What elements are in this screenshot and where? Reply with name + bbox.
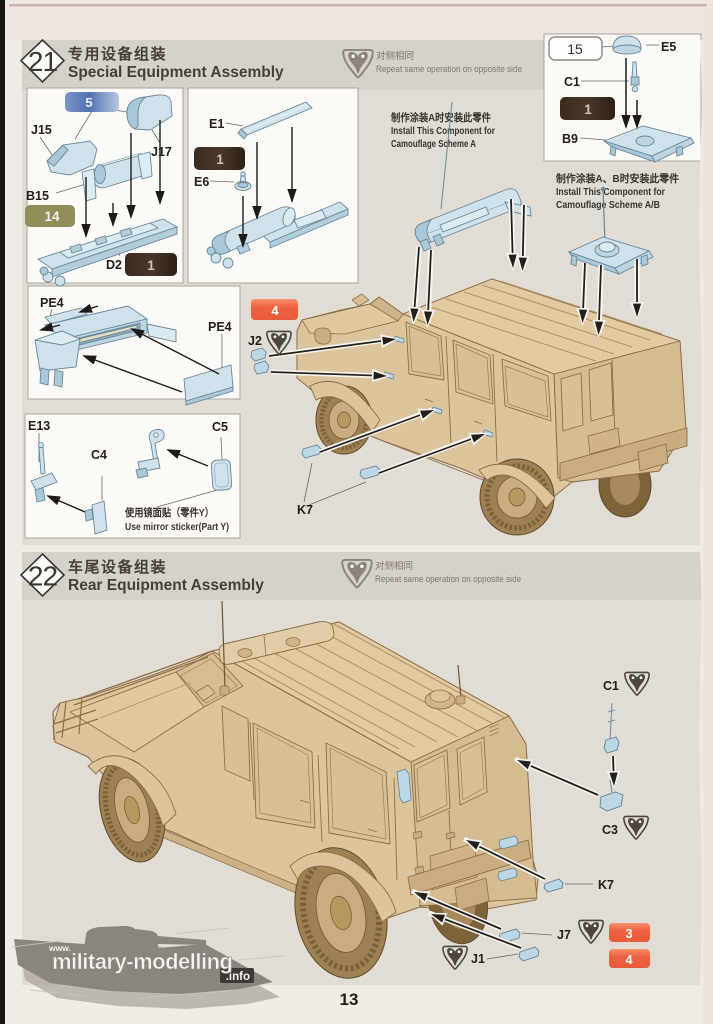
svg-text:E1: E1 xyxy=(209,117,224,131)
svg-text:J7: J7 xyxy=(557,928,571,942)
svg-text:J17: J17 xyxy=(151,145,172,159)
svg-text:C4: C4 xyxy=(91,448,107,462)
svg-text:Install This Component for: Install This Component for xyxy=(556,186,665,198)
svg-text:使用镜面贴（零件Y）: 使用镜面贴（零件Y） xyxy=(124,506,214,519)
svg-text:Use mirror sticker(Part Y): Use mirror sticker(Part Y) xyxy=(125,521,229,533)
svg-text:对侧相同: 对侧相同 xyxy=(375,560,413,572)
svg-text:J15: J15 xyxy=(31,123,52,137)
svg-text:E6: E6 xyxy=(194,175,209,189)
svg-text:C5: C5 xyxy=(212,420,228,434)
svg-text:15: 15 xyxy=(567,41,583,57)
svg-text:.info: .info xyxy=(226,971,250,983)
svg-text:C3: C3 xyxy=(602,823,618,837)
svg-text:14: 14 xyxy=(44,209,60,224)
svg-text:K7: K7 xyxy=(297,503,313,517)
svg-text:对侧相同: 对侧相同 xyxy=(376,50,414,62)
svg-text:Camouflage Scheme A: Camouflage Scheme A xyxy=(391,138,476,150)
svg-text:E5: E5 xyxy=(661,40,676,54)
svg-text:21: 21 xyxy=(28,46,58,77)
svg-text:K7: K7 xyxy=(598,878,614,892)
svg-text:C1: C1 xyxy=(603,679,619,693)
svg-text:3: 3 xyxy=(625,926,632,941)
svg-text:4: 4 xyxy=(271,303,279,318)
svg-text:J2: J2 xyxy=(248,334,262,348)
svg-text:PE4: PE4 xyxy=(208,320,232,334)
svg-text:PE4: PE4 xyxy=(40,296,64,310)
svg-text:B15: B15 xyxy=(26,189,49,203)
svg-text:13: 13 xyxy=(340,990,359,1009)
svg-text:22: 22 xyxy=(28,561,58,592)
svg-text:Special Equipment Assembly: Special Equipment Assembly xyxy=(68,64,284,81)
svg-text:Repeat same operation on oppos: Repeat same operation on opposite side xyxy=(376,64,522,75)
svg-text:Camouflage Scheme A/B: Camouflage Scheme A/B xyxy=(556,199,660,211)
svg-text:www.: www. xyxy=(48,943,71,953)
svg-text:车尾设备组装: 车尾设备组装 xyxy=(68,558,167,576)
svg-text:C1: C1 xyxy=(564,75,580,89)
svg-text:military-modelling: military-modelling xyxy=(52,949,232,974)
svg-text:Repeat same operation on oppos: Repeat same operation on opposite side xyxy=(375,574,521,585)
svg-text:Install This Component for: Install This Component for xyxy=(391,125,495,137)
svg-text:4: 4 xyxy=(625,952,633,967)
svg-text:制作涂装A时安装此零件: 制作涂装A时安装此零件 xyxy=(391,111,491,124)
svg-text:制作涂装A、B时安装此零件: 制作涂装A、B时安装此零件 xyxy=(556,172,679,185)
svg-text:J1: J1 xyxy=(471,952,485,966)
svg-text:1: 1 xyxy=(216,152,224,167)
svg-text:B9: B9 xyxy=(562,132,578,146)
svg-text:E13: E13 xyxy=(28,419,50,433)
svg-text:D2: D2 xyxy=(106,258,122,272)
svg-text:Rear Equipment Assembly: Rear Equipment Assembly xyxy=(68,577,264,594)
svg-text:专用设备组装: 专用设备组装 xyxy=(68,45,167,63)
svg-text:5: 5 xyxy=(85,95,92,110)
svg-text:1: 1 xyxy=(584,102,592,117)
svg-text:1: 1 xyxy=(147,258,155,273)
